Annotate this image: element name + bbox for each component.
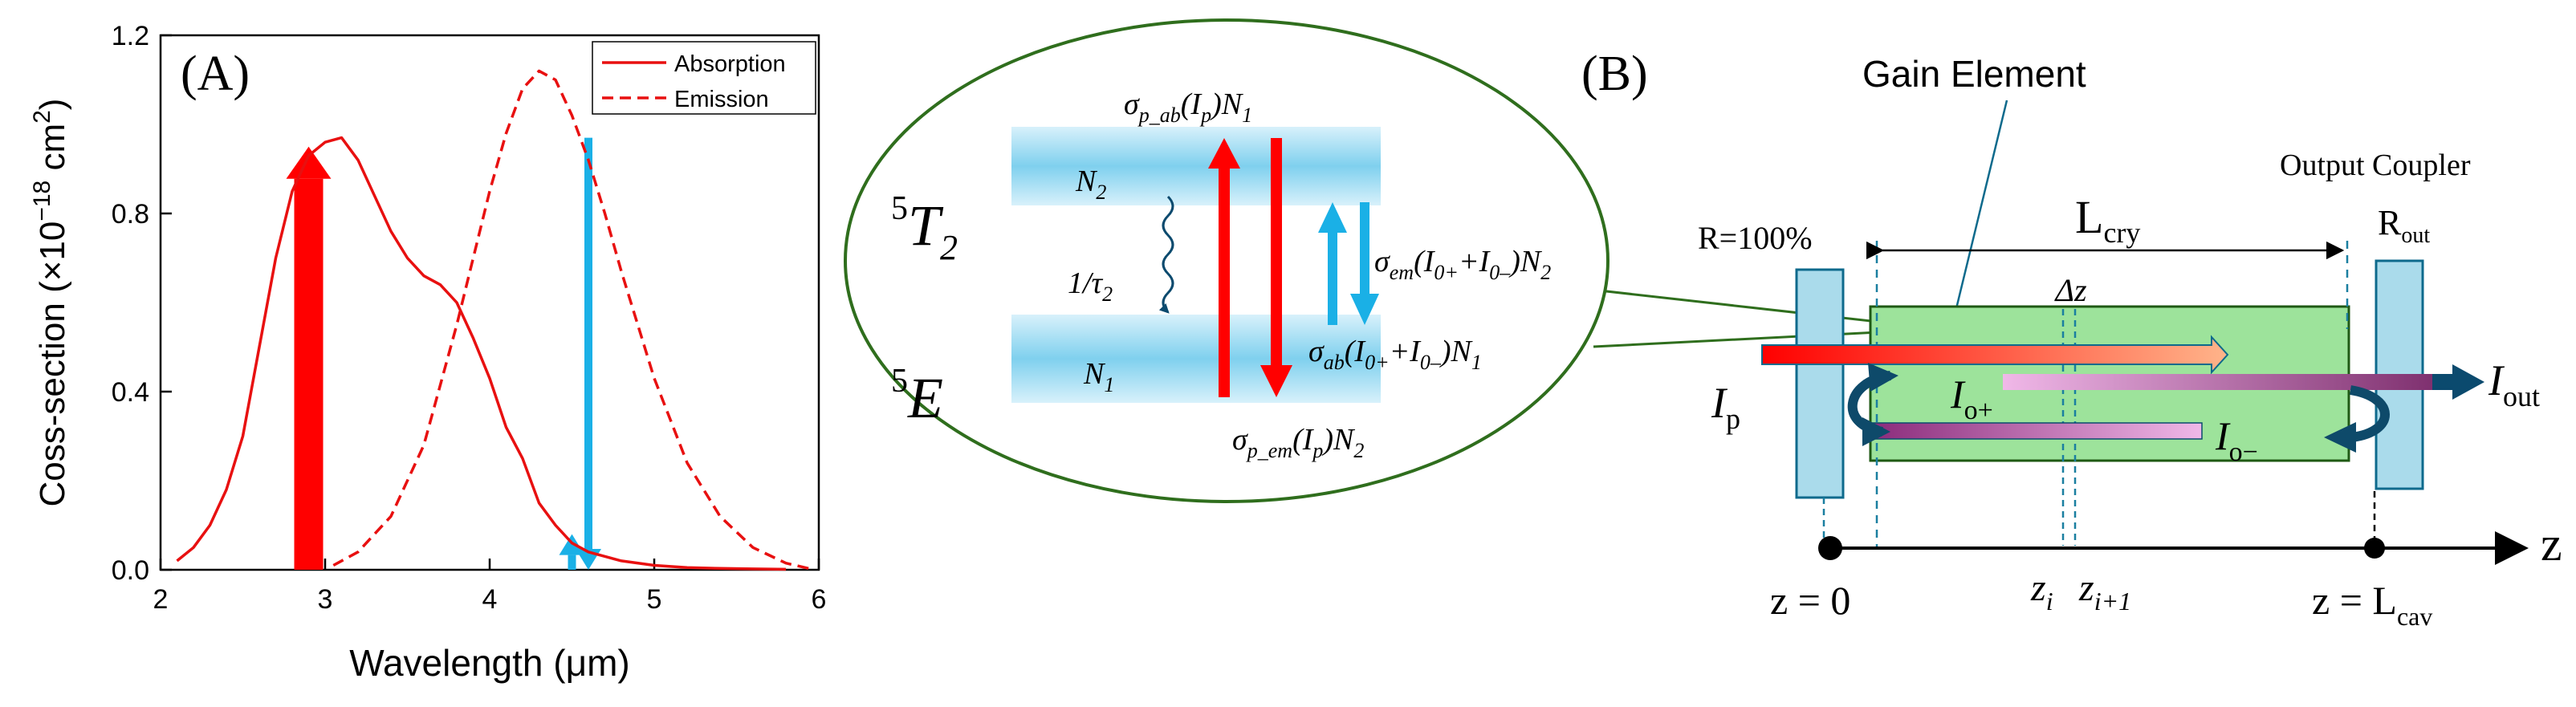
level-5e bbox=[1011, 315, 1381, 403]
gain-element-pointer bbox=[1948, 100, 2008, 327]
panel-b-label: (B) bbox=[1581, 47, 1648, 101]
blue-down-arrow bbox=[576, 137, 601, 570]
zi1-label: zi+1 bbox=[2078, 567, 2131, 616]
y-axis-label: Coss-section (×10−18 cm2) bbox=[29, 99, 72, 507]
energy-level-diagram: 5T2 5E N2 N1 1/τ2 σp_ab(Ip)N1 σp_em(Ip)N… bbox=[844, 18, 1943, 503]
legend: Absorption Emission bbox=[592, 41, 816, 115]
x-tick-label-3: 5 bbox=[647, 584, 662, 615]
zl-label: z = Lcav bbox=[2312, 578, 2432, 631]
io-minus-label: Io− bbox=[2215, 413, 2258, 467]
x-axis-label: Wavelength (μm) bbox=[349, 642, 629, 684]
output-coupler-label: Output Coupler bbox=[2280, 148, 2471, 182]
zl-dot bbox=[2364, 538, 2385, 559]
back-reflection-arrowhead-top bbox=[1868, 363, 1898, 392]
label-5e: 5E bbox=[891, 363, 943, 430]
lcry-label: Lcry bbox=[2075, 191, 2140, 249]
iout-label: Iout bbox=[2488, 356, 2540, 412]
zi-label: zi bbox=[2030, 567, 2053, 616]
series-absorption-line bbox=[176, 136, 787, 571]
pump-arrow bbox=[286, 146, 332, 570]
z-axis-arrowhead bbox=[2495, 531, 2529, 565]
signal-emission-arrowhead bbox=[1350, 294, 1379, 325]
x-tick-label-2: 4 bbox=[482, 584, 498, 615]
front-reflection-arrow bbox=[2349, 385, 2390, 442]
gain-element-label: Gain Element bbox=[1862, 53, 2086, 95]
label-sigma-em: σem(I0++I0–)N2 bbox=[1374, 245, 1551, 284]
dz-label: Δz bbox=[2053, 272, 2086, 308]
axis-ticks: 2 3 4 5 6 0.0 0.4 0.8 1.2 bbox=[112, 21, 827, 615]
y-tick-label-3: 1.2 bbox=[112, 21, 149, 51]
z-axis-label: z bbox=[2541, 518, 2562, 571]
iout-beam bbox=[2432, 374, 2456, 390]
io-minus-beam bbox=[1868, 422, 2203, 440]
iout-arrowhead bbox=[2452, 364, 2484, 400]
legend-absorption-label: Absorption bbox=[674, 51, 786, 77]
label-tau: 1/τ2 bbox=[1068, 266, 1113, 306]
panel-b-cavity: (B) Gain Element Output Coupler Lcry R=1… bbox=[1581, 47, 2562, 631]
blue-up-arrow bbox=[559, 534, 585, 570]
plot-frame bbox=[159, 34, 820, 571]
label-sigma-p-ab: σp_ab(Ip)N1 bbox=[1124, 87, 1252, 127]
r100-label: R=100% bbox=[1698, 220, 1813, 256]
back-mirror bbox=[1795, 268, 1845, 499]
chart-arrows bbox=[286, 137, 601, 570]
x-tick-label-0: 2 bbox=[153, 584, 169, 615]
label-sigma-p-em: σp_em(Ip)N2 bbox=[1232, 423, 1364, 462]
rout-label: Rout bbox=[2378, 203, 2430, 248]
panel-a-chart: 2 3 4 5 6 0.0 0.4 0.8 1.2 (A) Absorption Emissio… bbox=[29, 21, 826, 684]
label-5t2: 5T2 bbox=[891, 190, 958, 267]
nonradiative-decay-arrow bbox=[1158, 195, 1174, 314]
x-tick-label-1: 3 bbox=[318, 584, 333, 615]
front-reflection-arrowhead bbox=[2324, 422, 2356, 453]
y-tick-label-1: 0.4 bbox=[112, 377, 149, 408]
signal-absorption-arrowhead bbox=[1318, 202, 1347, 233]
y-tick-label-2: 0.8 bbox=[112, 199, 149, 230]
pump-emission-arrowhead bbox=[1260, 365, 1292, 397]
io-plus-beam bbox=[2003, 374, 2452, 390]
x-tick-label-4: 6 bbox=[812, 584, 827, 615]
z0-label: z = 0 bbox=[1770, 578, 1850, 623]
ip-label: Ip bbox=[1711, 379, 1740, 435]
pump-absorption-arrowhead bbox=[1208, 138, 1240, 169]
panel-a-label: (A) bbox=[181, 47, 250, 101]
legend-emission-label: Emission bbox=[674, 87, 769, 112]
level-5t2 bbox=[1011, 127, 1381, 205]
back-reflection-arrowhead bbox=[1862, 417, 1890, 446]
label-n2: N2 bbox=[1075, 165, 1106, 204]
chart-series bbox=[176, 69, 812, 571]
series-emission-line bbox=[332, 69, 812, 571]
label-sigma-ab: σab(I0++I0–)N1 bbox=[1308, 335, 1482, 374]
label-n1: N1 bbox=[1083, 357, 1114, 396]
z0-dot bbox=[1818, 536, 1842, 560]
io-plus-label: Io+ bbox=[1950, 372, 1993, 425]
y-tick-label-0: 0.0 bbox=[112, 555, 149, 586]
pump-beam bbox=[1761, 335, 2229, 375]
